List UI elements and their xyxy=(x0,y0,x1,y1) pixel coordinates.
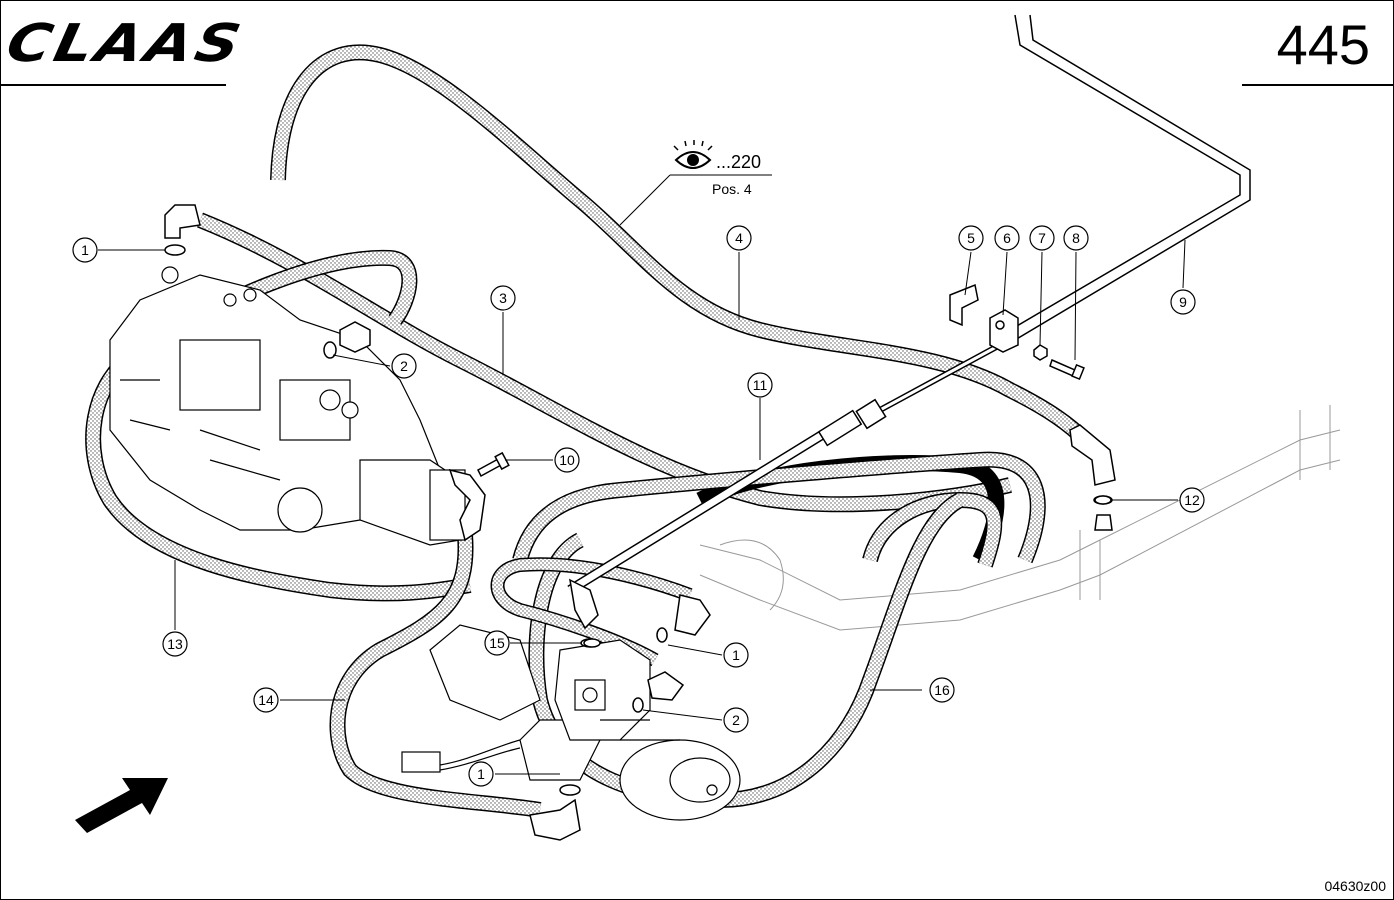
svg-text:12: 12 xyxy=(1184,492,1200,508)
svg-text:1: 1 xyxy=(81,242,89,258)
callout-3: 3 xyxy=(490,285,516,311)
hose-14 xyxy=(329,534,542,818)
callout-15: 15 xyxy=(484,630,510,656)
machine-frame-outline xyxy=(699,405,1341,631)
claas-logo: CLAAS xyxy=(1,14,249,74)
callout-10: 10 xyxy=(554,447,580,473)
pipe-9 xyxy=(1009,14,1251,341)
drawing-code: 04630z00 xyxy=(1324,878,1386,894)
callout-11: 11 xyxy=(747,372,773,398)
hose-4 xyxy=(270,44,1091,446)
eye-icon xyxy=(673,140,713,169)
svg-text:9: 9 xyxy=(1179,294,1187,310)
svg-text:4: 4 xyxy=(735,230,743,246)
pump-assembly xyxy=(109,266,466,546)
callout-2a: 2 xyxy=(391,353,417,379)
svg-text:5: 5 xyxy=(967,230,975,246)
callout-14: 14 xyxy=(253,687,279,713)
svg-text:10: 10 xyxy=(559,452,575,468)
hose-3 xyxy=(197,212,1012,513)
bolt-8 xyxy=(1049,358,1085,381)
callout-5: 5 xyxy=(958,225,984,251)
valve-block xyxy=(519,639,651,781)
svg-text:3: 3 xyxy=(499,290,507,306)
svg-text:11: 11 xyxy=(753,377,768,393)
elbow-fitting-center-b xyxy=(656,594,711,643)
callout-7: 7 xyxy=(1029,225,1055,251)
o-rings xyxy=(583,495,1112,648)
clamp-5 xyxy=(949,283,979,327)
svg-text:13: 13 xyxy=(167,636,183,652)
callout-12: 12 xyxy=(1179,487,1205,513)
svg-text:1: 1 xyxy=(732,647,740,663)
svg-text:15: 15 xyxy=(489,635,505,651)
clamp-block-6 xyxy=(989,309,1019,353)
reference-marker: ...220 Pos. 4 xyxy=(619,140,772,226)
elbow-fitting-center-c xyxy=(632,671,685,713)
fitting-11 xyxy=(817,398,887,447)
callout-1b: 1 xyxy=(723,642,749,668)
elbow-fitting-top-left xyxy=(164,204,201,256)
elbow-fitting-right xyxy=(1069,424,1116,531)
callout-9: 9 xyxy=(1170,289,1196,315)
callout-8: 8 xyxy=(1063,225,1089,251)
sensor-cable xyxy=(401,739,521,773)
direction-arrow-icon xyxy=(75,778,168,833)
callout-2b: 2 xyxy=(723,707,749,733)
svg-text:14: 14 xyxy=(258,692,274,708)
callout-13: 13 xyxy=(162,631,188,657)
reference-position: Pos. 4 xyxy=(712,181,752,197)
screw-10 xyxy=(477,451,510,478)
callout-16: 16 xyxy=(929,677,955,703)
callout-1a: 1 xyxy=(72,237,98,263)
svg-text:16: 16 xyxy=(934,682,950,698)
pipe-11 xyxy=(567,342,1002,595)
banjo-fitting xyxy=(448,468,486,542)
svg-text:6: 6 xyxy=(1003,230,1011,246)
svg-text:7: 7 xyxy=(1038,230,1046,246)
callout-6: 6 xyxy=(994,225,1020,251)
leader-lines xyxy=(98,239,1186,775)
callout-1c: 1 xyxy=(468,761,494,787)
svg-text:1: 1 xyxy=(477,766,485,782)
union-fitting-2a xyxy=(323,321,371,359)
hose-loop-right xyxy=(512,451,1046,568)
nut-7 xyxy=(1033,344,1048,361)
page-number: 445 xyxy=(1276,13,1370,76)
accumulator xyxy=(429,624,741,821)
callout-4: 4 xyxy=(726,225,752,251)
svg-text:8: 8 xyxy=(1072,230,1080,246)
hose-center-loop xyxy=(490,557,693,667)
svg-text:2: 2 xyxy=(400,358,408,374)
svg-text:2: 2 xyxy=(732,712,740,728)
elbow-fitting-bottom xyxy=(529,784,581,841)
reference-text: ...220 xyxy=(716,152,761,172)
